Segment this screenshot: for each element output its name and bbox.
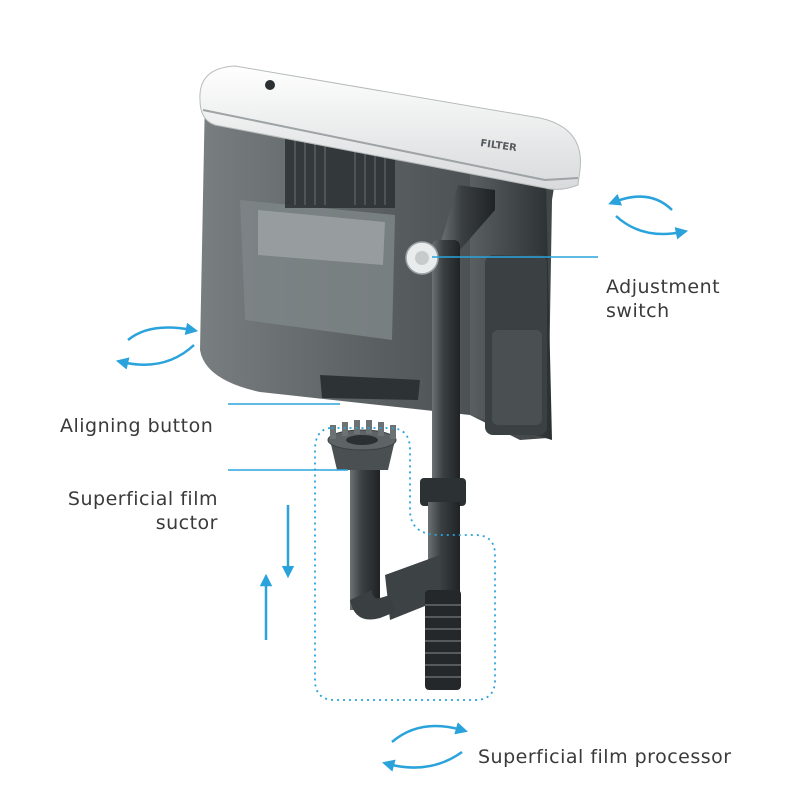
suctor-label-line1: Superficial film xyxy=(67,488,218,510)
aligning-button-label: Aligning button xyxy=(60,415,214,437)
filter-cover: FILTER xyxy=(199,65,581,190)
rotate-arrows-bottom-icon xyxy=(381,722,469,772)
skimmer-dotted-outline xyxy=(314,427,496,701)
cover-text: FILTER xyxy=(480,138,518,154)
superficial-film-processor-label: Superficial film processor xyxy=(478,746,732,768)
height-adjust-arrows-icon xyxy=(259,505,295,640)
brand-logo-icon xyxy=(265,80,275,90)
adjustment-switch-label-line2: switch xyxy=(606,300,670,322)
superficial-film-suctor-label: Superficial film suctor xyxy=(58,487,218,535)
suctor-label-line2: suctor xyxy=(155,512,218,534)
rotate-arrows-right-icon xyxy=(608,193,689,240)
pipe-joint xyxy=(420,478,466,506)
adjustment-switch-label: Adjustment switch xyxy=(606,275,720,323)
surface-skimmer xyxy=(327,420,397,620)
rotate-arrows-left-icon xyxy=(115,322,199,370)
adjustment-switch-label-line1: Adjustment xyxy=(606,276,721,298)
intake-pipe xyxy=(385,185,495,690)
